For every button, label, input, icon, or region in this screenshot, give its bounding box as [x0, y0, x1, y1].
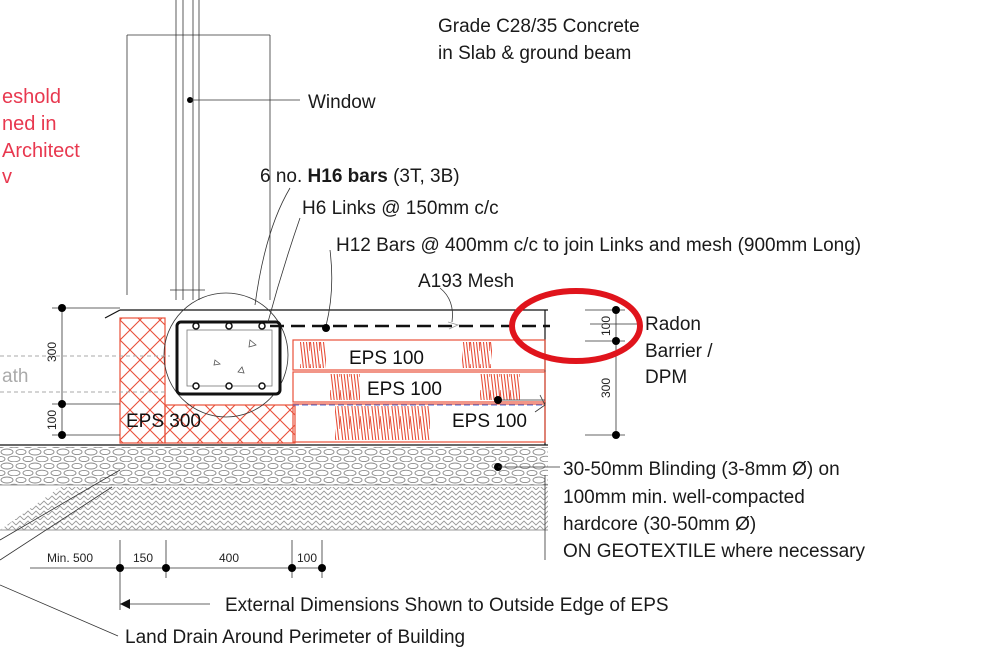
- ground-beam: [163, 292, 289, 418]
- radon-barrier-highlight: [509, 288, 643, 364]
- eps-100-bottom-label: EPS 100: [452, 411, 527, 432]
- dim-right-300: 300: [599, 378, 613, 398]
- eps-100-top-label: EPS 100: [349, 348, 424, 369]
- path-label: ath: [2, 366, 28, 387]
- blinding-line-1: 30-50mm Blinding (3-8mm Ø) on: [563, 459, 840, 480]
- dim-400: 400: [219, 551, 239, 565]
- land-drain-note: Land Drain Around Perimeter of Building: [125, 627, 465, 648]
- blinding-line-3: hardcore (30-50mm Ø): [563, 514, 756, 535]
- dim-100: 100: [297, 551, 317, 565]
- right-dimension: 100 300: [585, 306, 625, 439]
- blinding-line-4: ON GEOTEXTILE where necessary: [563, 541, 865, 562]
- threshold-note-line-3: Architect: [2, 140, 80, 162]
- dim-150: 150: [133, 551, 153, 565]
- leader-lines: [0, 99, 640, 637]
- radon-label-line-1: Radon: [645, 314, 701, 335]
- dim-right-100: 100: [599, 316, 613, 336]
- left-dimension: 300 100: [45, 304, 120, 439]
- dim-left-100: 100: [45, 410, 59, 430]
- eps-300-label: EPS 300: [126, 411, 201, 432]
- eps-100-middle: [292, 371, 546, 403]
- radon-label-line-3: DPM: [645, 367, 687, 388]
- eps-100-middle-label: EPS 100: [367, 379, 442, 400]
- bottom-dimension: Min. 500 150 400 100: [30, 540, 326, 610]
- h12-bars-label: H12 Bars @ 400mm c/c to join Links and m…: [336, 235, 861, 256]
- external-path: [0, 355, 170, 393]
- window-frame: [126, 0, 271, 300]
- eps-100-bottom: [292, 403, 546, 443]
- external-dimensions-note: External Dimensions Shown to Outside Edg…: [225, 595, 669, 616]
- dim-min-500: Min. 500: [47, 551, 93, 565]
- eps-300-block: [119, 317, 166, 444]
- dim-left-300: 300: [45, 342, 59, 362]
- h16-bars-label: 6 no. H16 bars (3T, 3B): [260, 166, 460, 187]
- threshold-note-line-1: eshold: [2, 86, 61, 108]
- radon-label-line-2: Barrier /: [645, 341, 713, 362]
- threshold-note-line-2: ned in: [2, 113, 57, 135]
- blinding-line-2: 100mm min. well-compacted: [563, 487, 805, 508]
- threshold-note-line-4: v: [2, 166, 12, 188]
- a193-mesh-label: A193 Mesh: [418, 271, 514, 292]
- window-label: Window: [308, 92, 376, 113]
- concrete-grade-line-1: Grade C28/35 Concrete: [438, 16, 640, 37]
- hardcore-layer: [0, 447, 548, 561]
- concrete-grade-line-2: in Slab & ground beam: [438, 43, 631, 64]
- h6-links-label: H6 Links @ 150mm c/c: [302, 198, 499, 219]
